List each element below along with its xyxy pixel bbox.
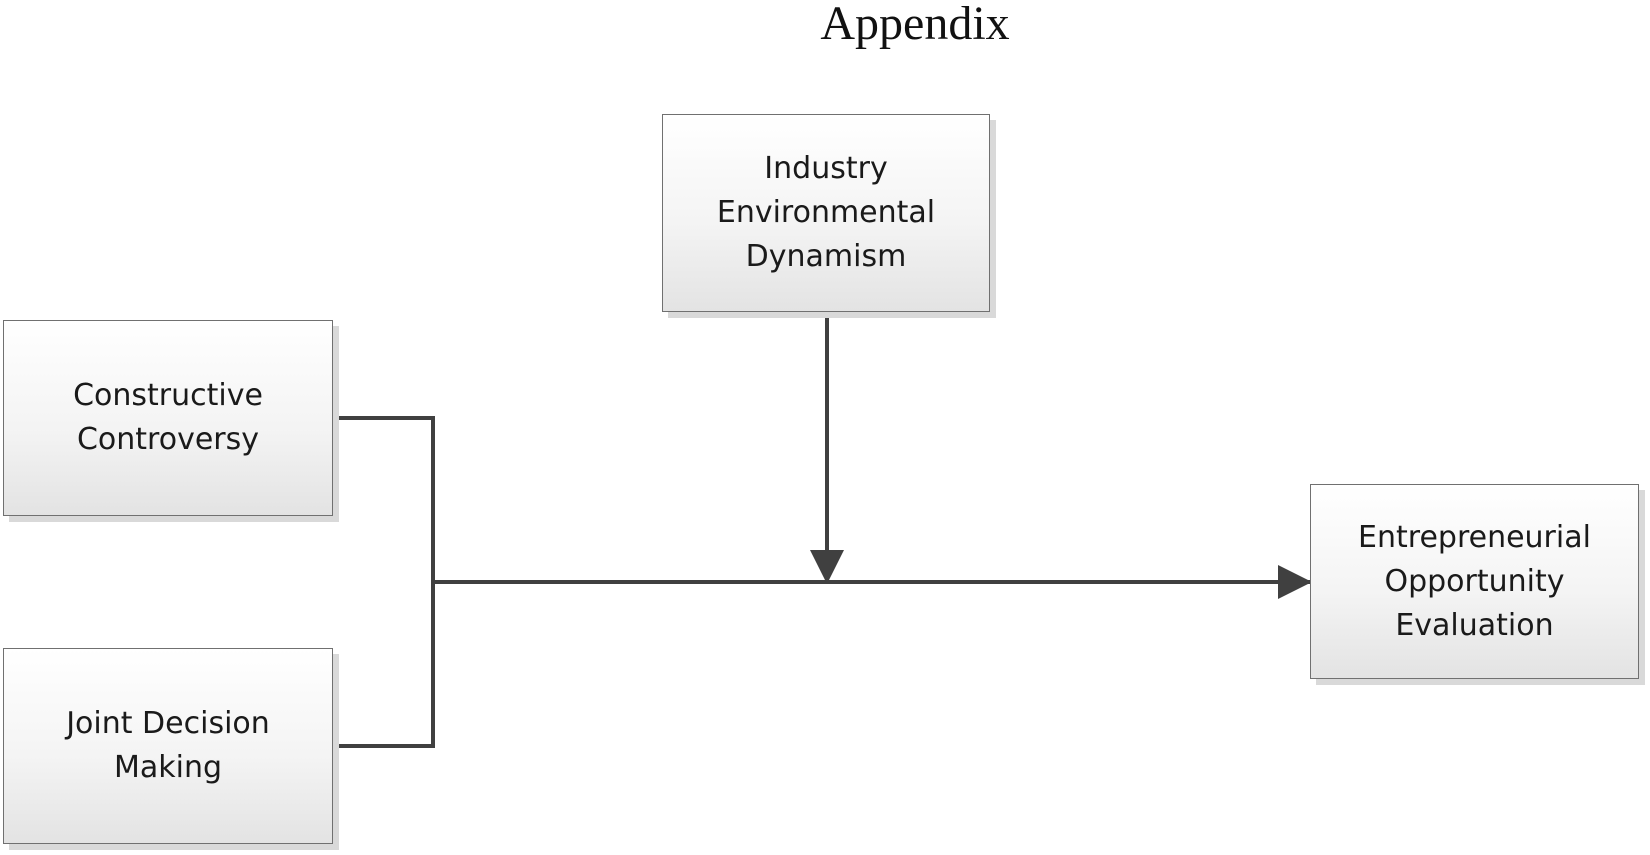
node-entrepreneurial-opportunity-evaluation: Entrepreneurial Opportunity Evaluation [1310,484,1639,679]
node-label: Constructive Controversy [73,378,263,457]
node-joint-decision-making: Joint Decision Making [3,648,333,844]
node-industry-environmental-dynamism: Industry Environmental Dynamism [662,114,990,312]
node-label: Entrepreneurial Opportunity Evaluation [1358,519,1591,643]
node-constructive-controversy: Constructive Controversy [3,320,333,516]
page-title: Appendix [820,0,1010,50]
connector-constructive [333,416,435,582]
connector-joint [333,582,435,748]
node-label: Joint Decision Making [66,706,270,785]
node-label: Industry Environmental Dynamism [716,151,936,274]
